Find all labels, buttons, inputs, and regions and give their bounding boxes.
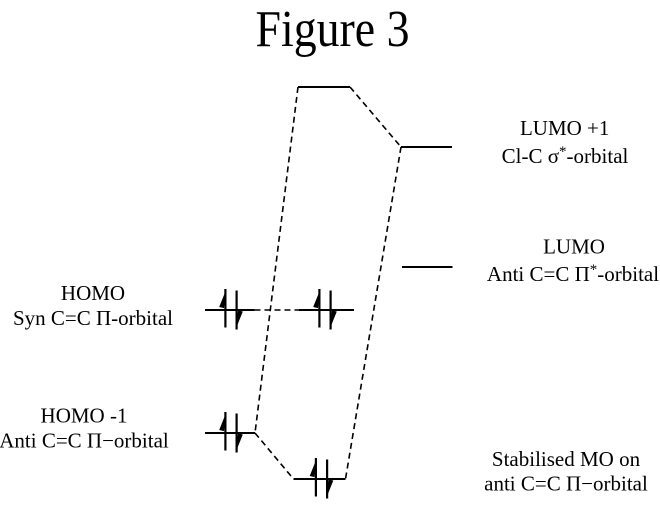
svg-text:Anti C=C Π*-orbital: Anti C=C Π*-orbital — [487, 262, 659, 286]
svg-text:LUMO: LUMO — [543, 234, 605, 258]
svg-text:Syn C=C Π-orbital: Syn C=C Π-orbital — [13, 306, 173, 330]
svg-text:Stabilised MO on: Stabilised MO on — [492, 447, 641, 471]
svg-text:Anti C=C Π−orbital: Anti C=C Π−orbital — [0, 429, 169, 453]
svg-text:HOMO -1: HOMO -1 — [41, 404, 128, 428]
svg-text:anti C=C Π−orbital: anti C=C Π−orbital — [484, 472, 648, 496]
svg-text:HOMO: HOMO — [61, 281, 125, 305]
svg-text:LUMO +1: LUMO +1 — [520, 116, 609, 140]
svg-text:Figure 3: Figure 3 — [256, 1, 410, 58]
